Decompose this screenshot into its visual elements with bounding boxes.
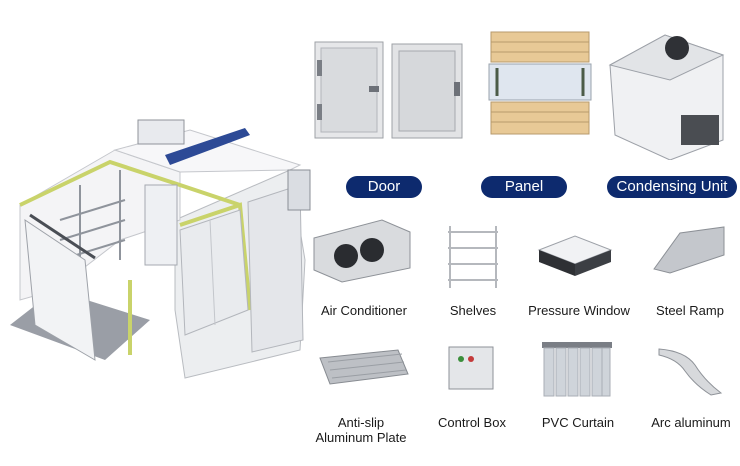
- pressure-window-image: [537, 235, 613, 276]
- air-conditioner-label: Air Conditioner: [321, 303, 407, 318]
- steel-ramp-image: [653, 226, 725, 274]
- anti-slip-plate-image: [319, 349, 409, 385]
- control-box-image: [448, 346, 494, 390]
- door-image: [314, 41, 384, 139]
- steel-ramp-label: Steel Ramp: [656, 303, 724, 318]
- cold-room-illustration: [10, 119, 311, 379]
- condensing-unit-label: Condensing Unit: [607, 176, 737, 198]
- door-label: Door: [346, 176, 422, 198]
- door-image-2: [391, 43, 463, 139]
- pressure-window-label: Pressure Window: [528, 303, 630, 318]
- air-conditioner-image: [313, 219, 411, 283]
- shelves-image: [448, 226, 498, 288]
- arc-aluminum-label: Arc aluminum: [651, 415, 731, 430]
- control-box-label: Control Box: [438, 415, 506, 430]
- anti-slip-plate-label: Anti-slip Aluminum Plate: [315, 415, 407, 445]
- condensing-unit-image: [608, 34, 725, 160]
- panel-image: [488, 31, 592, 135]
- pvc-curtain-image: [542, 342, 612, 397]
- shelves-label: Shelves: [449, 303, 497, 318]
- panel-label: Panel: [481, 176, 567, 198]
- pvc-curtain-label: PVC Curtain: [541, 415, 615, 430]
- arc-aluminum-image: [658, 348, 723, 396]
